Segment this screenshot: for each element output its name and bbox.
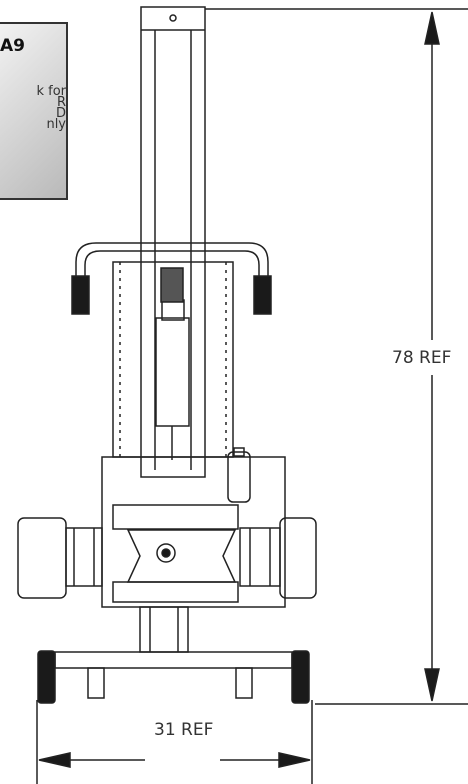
note-callout-box: A9 k for R D nly: [0, 22, 68, 200]
width-dimension-label: 31 REF: [150, 720, 218, 740]
right-side-roller: [239, 517, 317, 599]
handle-bar: [75, 242, 269, 282]
callout-text: k for R D nly: [36, 84, 66, 132]
left-caster-wheel: [37, 650, 56, 704]
width-arrow-left: [38, 752, 71, 768]
height-dimension-label: 78 REF: [392, 348, 452, 368]
left-handle-grip: [71, 275, 90, 315]
right-handle-grip: [253, 275, 272, 315]
callout-title: A9: [0, 36, 25, 56]
width-arrow-right: [278, 752, 311, 768]
left-side-roller: [17, 517, 103, 599]
mast: [140, 6, 206, 478]
base-frame: [54, 651, 293, 699]
right-caster-wheel: [291, 650, 310, 704]
height-arrow-top: [424, 11, 440, 45]
actuator-cylinder: [155, 267, 190, 460]
height-arrow-bottom: [424, 668, 440, 702]
lower-neck: [139, 606, 189, 653]
